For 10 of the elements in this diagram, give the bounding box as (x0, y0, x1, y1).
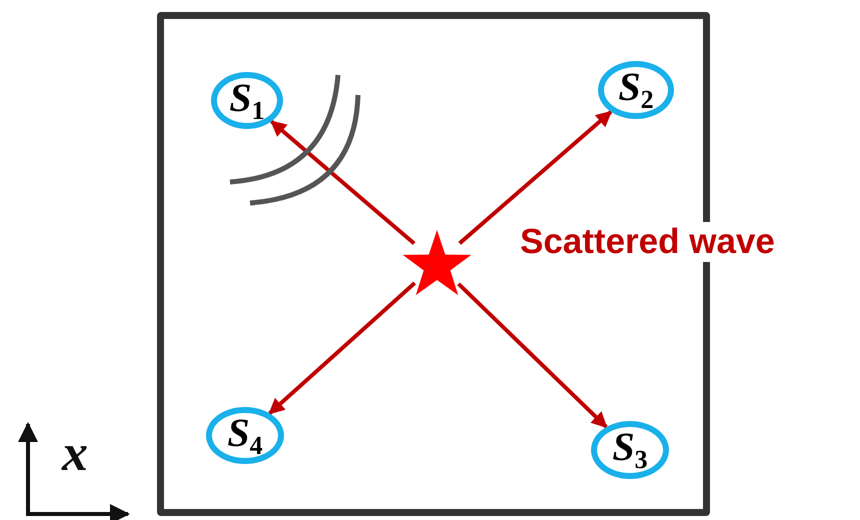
annotation-text: Scattered wave (518, 222, 777, 262)
axis-label: x (62, 428, 88, 480)
arrow (458, 110, 612, 245)
sensor-label: S$_{1}$ (229, 78, 265, 124)
sensor-label: S$_{4}$ (227, 412, 263, 458)
arrow (457, 282, 608, 428)
arrow (270, 120, 416, 246)
sensor-label: S$_{2}$ (618, 67, 654, 113)
sensor-label: S$_{3}$ (612, 427, 648, 473)
arrow (268, 282, 416, 415)
